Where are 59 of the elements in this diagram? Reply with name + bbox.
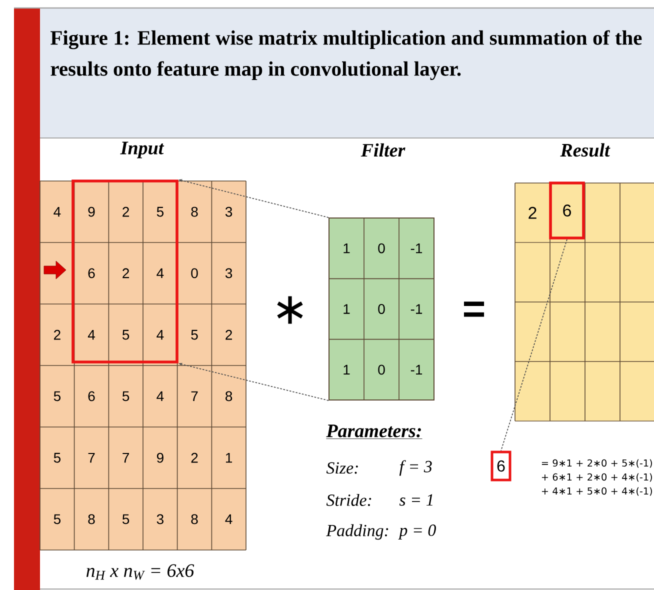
parameter-value: f = 3 <box>399 460 432 476</box>
grid-number: -1 <box>410 304 422 314</box>
grid-number: 5 <box>156 206 164 217</box>
grid-number: 6 <box>88 268 95 278</box>
grid-number: 4 <box>156 268 164 278</box>
grid-number: 4 <box>225 514 232 524</box>
grid-number: 6 <box>88 391 95 402</box>
grid-number: 8 <box>191 206 198 217</box>
grid-number: 8 <box>88 514 95 524</box>
grid-number: -1 <box>410 364 422 375</box>
grid-number: 0 <box>191 268 198 278</box>
grid-number: 4 <box>156 391 164 402</box>
grid-number: 1 <box>344 244 350 254</box>
grid-number: 5 <box>54 452 60 463</box>
result-value-box: 6 <box>490 450 512 482</box>
grid-number: 3 <box>225 206 232 217</box>
dimension-text: n$_{H}$ x n$_{W}$ = 6x6 <box>86 564 194 580</box>
grid-number: 9 <box>88 206 95 217</box>
grid-number: -1 <box>410 244 422 254</box>
grid-number: 8 <box>191 514 198 524</box>
grid-number: 5 <box>54 391 60 402</box>
grid-number: 3 <box>156 514 164 524</box>
grid-number: 7 <box>88 453 95 463</box>
parameters-heading: Parameters: <box>326 424 422 439</box>
grid-number: 4 <box>156 330 164 340</box>
asterisk-symbol: ∗ <box>277 296 303 324</box>
input-window <box>72 180 178 364</box>
grid-number: 0 <box>378 243 385 254</box>
filter-grid <box>328 218 434 400</box>
grid-number: 9 <box>156 452 164 463</box>
grid-number: 5 <box>191 330 198 340</box>
grid-number: 0 <box>378 364 385 375</box>
grid-number: 0 <box>378 304 385 314</box>
grid-number: 1 <box>344 304 350 314</box>
grid-number: 1 <box>344 364 350 375</box>
dotted-line <box>500 238 568 452</box>
equals-sign: = <box>464 302 484 317</box>
grid-number: 7 <box>191 391 198 402</box>
grid-number: 5 <box>54 514 60 524</box>
parameter-name: Size: <box>326 462 358 474</box>
grid-number: 2 <box>122 206 129 217</box>
grid-number: 2 <box>122 268 129 278</box>
grid-number: 4 <box>88 330 95 340</box>
grid-number: 3 <box>225 268 232 278</box>
parameter-name: Stride: <box>326 494 372 506</box>
grid-number: 8 <box>226 391 232 402</box>
caption-text: Figure 1: Element wise matrix multiplication and summation of the results onto feature map in convolutional layer. <box>50 30 642 80</box>
grid-number: 2 <box>191 452 198 463</box>
grid-number: 5 <box>122 514 130 524</box>
grid-number: 2 <box>226 330 232 340</box>
grid-number: 5 <box>122 330 130 340</box>
grid-number: 5 <box>122 391 130 402</box>
highlighted-cell: 6 <box>549 182 585 240</box>
grid-number: 1 <box>226 453 232 463</box>
parameter-value: p = 0 <box>398 524 436 540</box>
parameter-value: s = 1 <box>399 494 432 506</box>
parameter-name: Padding: <box>326 524 388 540</box>
grid-number: 7 <box>122 453 129 463</box>
equation-text: = 9∗1 + 2∗0 + 5∗(-1) + 6∗1 + 2∗0 + 4∗(-1) + 4∗1 + 5∗0 + 4∗(-1) <box>542 459 652 496</box>
